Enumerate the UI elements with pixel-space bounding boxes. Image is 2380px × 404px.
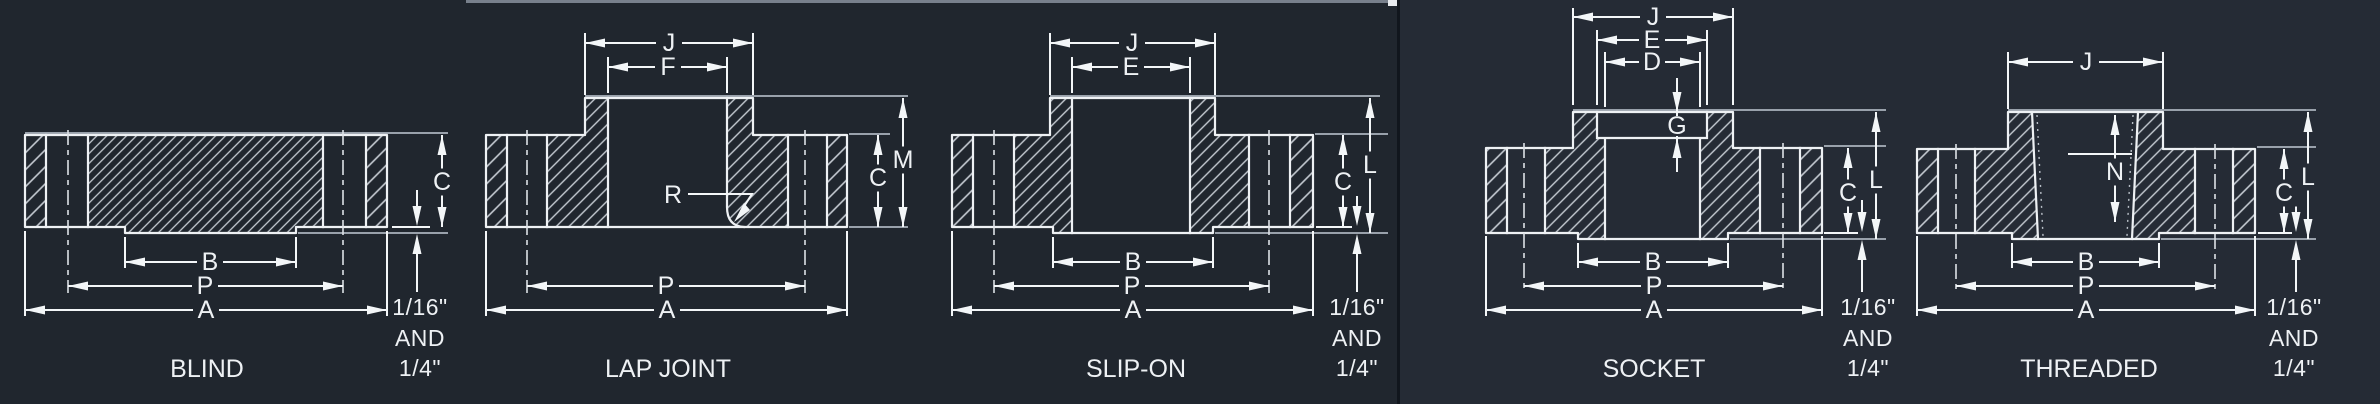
dim-label-j: J xyxy=(1126,29,1139,57)
slipon-extension-lines xyxy=(1050,95,1388,234)
note-line-3: 1/4" xyxy=(2273,355,2315,381)
flange-name-slip-on: SLIP-ON xyxy=(1086,355,1186,383)
flange-socket: J E D G L C B P A SOCKET 1/16" AND 1/4" xyxy=(1484,3,1895,383)
threaded-labels: J N L C B P A THREADED xyxy=(2020,48,2321,383)
slipon-tolerance-note: 1/16" AND 1/4" xyxy=(1329,294,1384,381)
threaded-extension-lines xyxy=(2008,109,2316,240)
blind-labels: C B P A BLIND xyxy=(170,168,455,383)
note-line-2: AND xyxy=(1843,325,1893,351)
dim-label-p: P xyxy=(1646,272,1663,300)
dim-label-j: J xyxy=(1647,3,1660,31)
dim-label-b: B xyxy=(202,248,219,276)
dim-label-b: B xyxy=(1125,248,1142,276)
threaded-outline xyxy=(1915,110,2257,241)
lap-centerlines xyxy=(526,130,806,293)
dim-label-a: A xyxy=(1646,296,1663,324)
dim-label-f: F xyxy=(660,53,675,81)
flange-threaded: J N L C B P A THREADED 1/16" AND 1/4" xyxy=(1915,48,2321,383)
blind-centerlines xyxy=(67,130,344,293)
note-line-2: AND xyxy=(1332,325,1382,351)
dim-label-l: L xyxy=(1363,151,1377,179)
dim-label-e: E xyxy=(1644,26,1661,54)
dim-label-p: P xyxy=(2078,272,2095,300)
dim-label-a: A xyxy=(2078,296,2095,324)
dim-label-a: A xyxy=(659,296,676,324)
blind-tolerance-note: 1/16" AND 1/4" xyxy=(392,294,447,381)
flange-slip-on: J E L C B P A SLIP-ON 1/16" AND 1/4" xyxy=(950,29,1388,383)
note-line-3: 1/4" xyxy=(399,355,441,381)
lap-outline xyxy=(484,96,849,229)
dim-label-c: C xyxy=(2275,179,2293,207)
dim-label-p: P xyxy=(197,272,214,300)
slipon-hatching xyxy=(952,98,1313,233)
socket-outline xyxy=(1484,110,1824,241)
dim-label-a: A xyxy=(1125,296,1142,324)
dim-label-l: L xyxy=(2301,163,2315,191)
flange-lap-joint: J F M C R P A LAP JOINT xyxy=(484,29,916,383)
slipon-centerlines xyxy=(993,130,1270,293)
dim-label-n: N xyxy=(2106,158,2124,186)
slipon-outline xyxy=(950,96,1315,235)
socket-hatching xyxy=(1486,112,1822,239)
slipon-labels: J E L C B P A SLIP-ON xyxy=(1086,29,1383,383)
note-line-1: 1/16" xyxy=(1840,294,1895,320)
dim-label-c: C xyxy=(1839,179,1857,207)
blind-outline xyxy=(23,133,389,235)
lap-extension-lines xyxy=(585,95,908,135)
top-border-line xyxy=(466,0,1397,3)
threaded-hatching xyxy=(1917,112,2255,239)
note-line-2: AND xyxy=(395,325,445,351)
dim-label-d: D xyxy=(1643,48,1661,76)
dim-label-g: G xyxy=(1667,112,1686,140)
dim-label-c: C xyxy=(1334,168,1352,196)
note-line-1: 1/16" xyxy=(392,294,447,320)
dim-label-j: J xyxy=(2080,48,2093,76)
note-line-1: 1/16" xyxy=(2266,294,2321,320)
dim-label-j: J xyxy=(663,29,676,57)
note-line-1: 1/16" xyxy=(1329,294,1384,320)
threaded-centerlines xyxy=(1955,144,2216,293)
socket-tolerance-note: 1/16" AND 1/4" xyxy=(1840,294,1895,381)
dim-label-l: L xyxy=(1869,166,1883,194)
dim-label-b: B xyxy=(1645,248,1662,276)
note-line-3: 1/4" xyxy=(1847,355,1889,381)
socket-labels: J E D G L C B P A SOCKET xyxy=(1603,3,1889,383)
blind-hatching xyxy=(25,135,387,233)
dim-label-b: B xyxy=(2078,248,2095,276)
dim-label-a: A xyxy=(198,296,215,324)
flange-blind: C B P A BLIND 1/16" AND 1/4" xyxy=(23,130,908,383)
note-line-3: 1/4" xyxy=(1336,355,1378,381)
threaded-tolerance-note: 1/16" AND 1/4" xyxy=(2266,294,2321,381)
flange-name-lap-joint: LAP JOINT xyxy=(605,355,731,383)
flange-name-blind: BLIND xyxy=(170,355,244,383)
top-border-notch xyxy=(1388,0,1397,6)
lap-labels: J F M C R P A LAP JOINT xyxy=(605,29,916,383)
dim-label-p: P xyxy=(658,272,675,300)
dim-label-e: E xyxy=(1123,53,1140,81)
dim-label-c: C xyxy=(433,168,451,196)
flange-name-socket: SOCKET xyxy=(1603,355,1706,383)
dim-label-r: R xyxy=(664,181,682,209)
flange-name-threaded: THREADED xyxy=(2020,355,2158,383)
note-line-2: AND xyxy=(2269,325,2319,351)
dim-label-m: M xyxy=(893,146,914,174)
socket-centerlines xyxy=(1523,143,1784,293)
panel-divider xyxy=(1397,0,1400,404)
dim-label-p: P xyxy=(1124,272,1141,300)
dim-label-c: C xyxy=(869,164,887,192)
